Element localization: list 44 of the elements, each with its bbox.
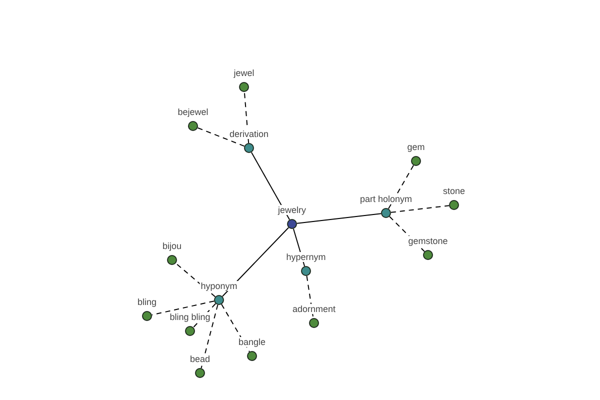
node-label: hyponym	[200, 281, 238, 291]
node-label: jewelry	[277, 205, 307, 215]
connector-line	[175, 262, 216, 298]
graph-node-dot	[188, 121, 198, 131]
connector-line	[296, 213, 382, 224]
node-label: bijou	[162, 241, 182, 251]
graph-node-dot	[244, 143, 254, 153]
graph-node-dot	[411, 156, 421, 166]
connector-line	[151, 300, 215, 316]
connector-line	[390, 205, 450, 213]
node-label: bangle	[237, 337, 267, 347]
graph-node-dot	[247, 351, 257, 361]
graph-node-dot	[309, 318, 319, 328]
node-label: bead	[188, 354, 212, 364]
connector-line	[306, 275, 314, 319]
graph-node-dot	[185, 326, 195, 336]
node-label: bling bling	[168, 312, 212, 322]
node-label: bejewel	[176, 107, 210, 117]
node-label: hypernym	[285, 252, 327, 262]
graph-node-dot	[142, 311, 152, 321]
connector-line	[200, 304, 218, 369]
node-label: derivation	[228, 129, 270, 139]
node-label: adornment	[291, 304, 337, 314]
graph-node-dot	[287, 219, 297, 229]
graph-node-dot	[195, 368, 205, 378]
graph-node-dot	[239, 82, 249, 92]
graph-node-dot	[214, 295, 224, 305]
graph-node-dot	[167, 255, 177, 265]
node-label: gem	[406, 142, 426, 152]
node-label: gemstone	[407, 236, 449, 246]
graph-node-dot	[449, 200, 459, 210]
node-label: bling	[136, 297, 158, 307]
connector-line	[192, 303, 216, 328]
node-label: part holonym	[358, 194, 414, 204]
connector-line	[221, 304, 250, 352]
graph-node-dot	[301, 266, 311, 276]
connector-line	[389, 216, 425, 252]
node-label: stone	[442, 186, 466, 196]
graph-node-dot	[381, 208, 391, 218]
connector-line	[388, 164, 414, 210]
graph-node-dot	[423, 250, 433, 260]
connector-line	[197, 127, 245, 147]
connector-line	[222, 227, 290, 297]
node-label: jewel	[232, 68, 256, 78]
